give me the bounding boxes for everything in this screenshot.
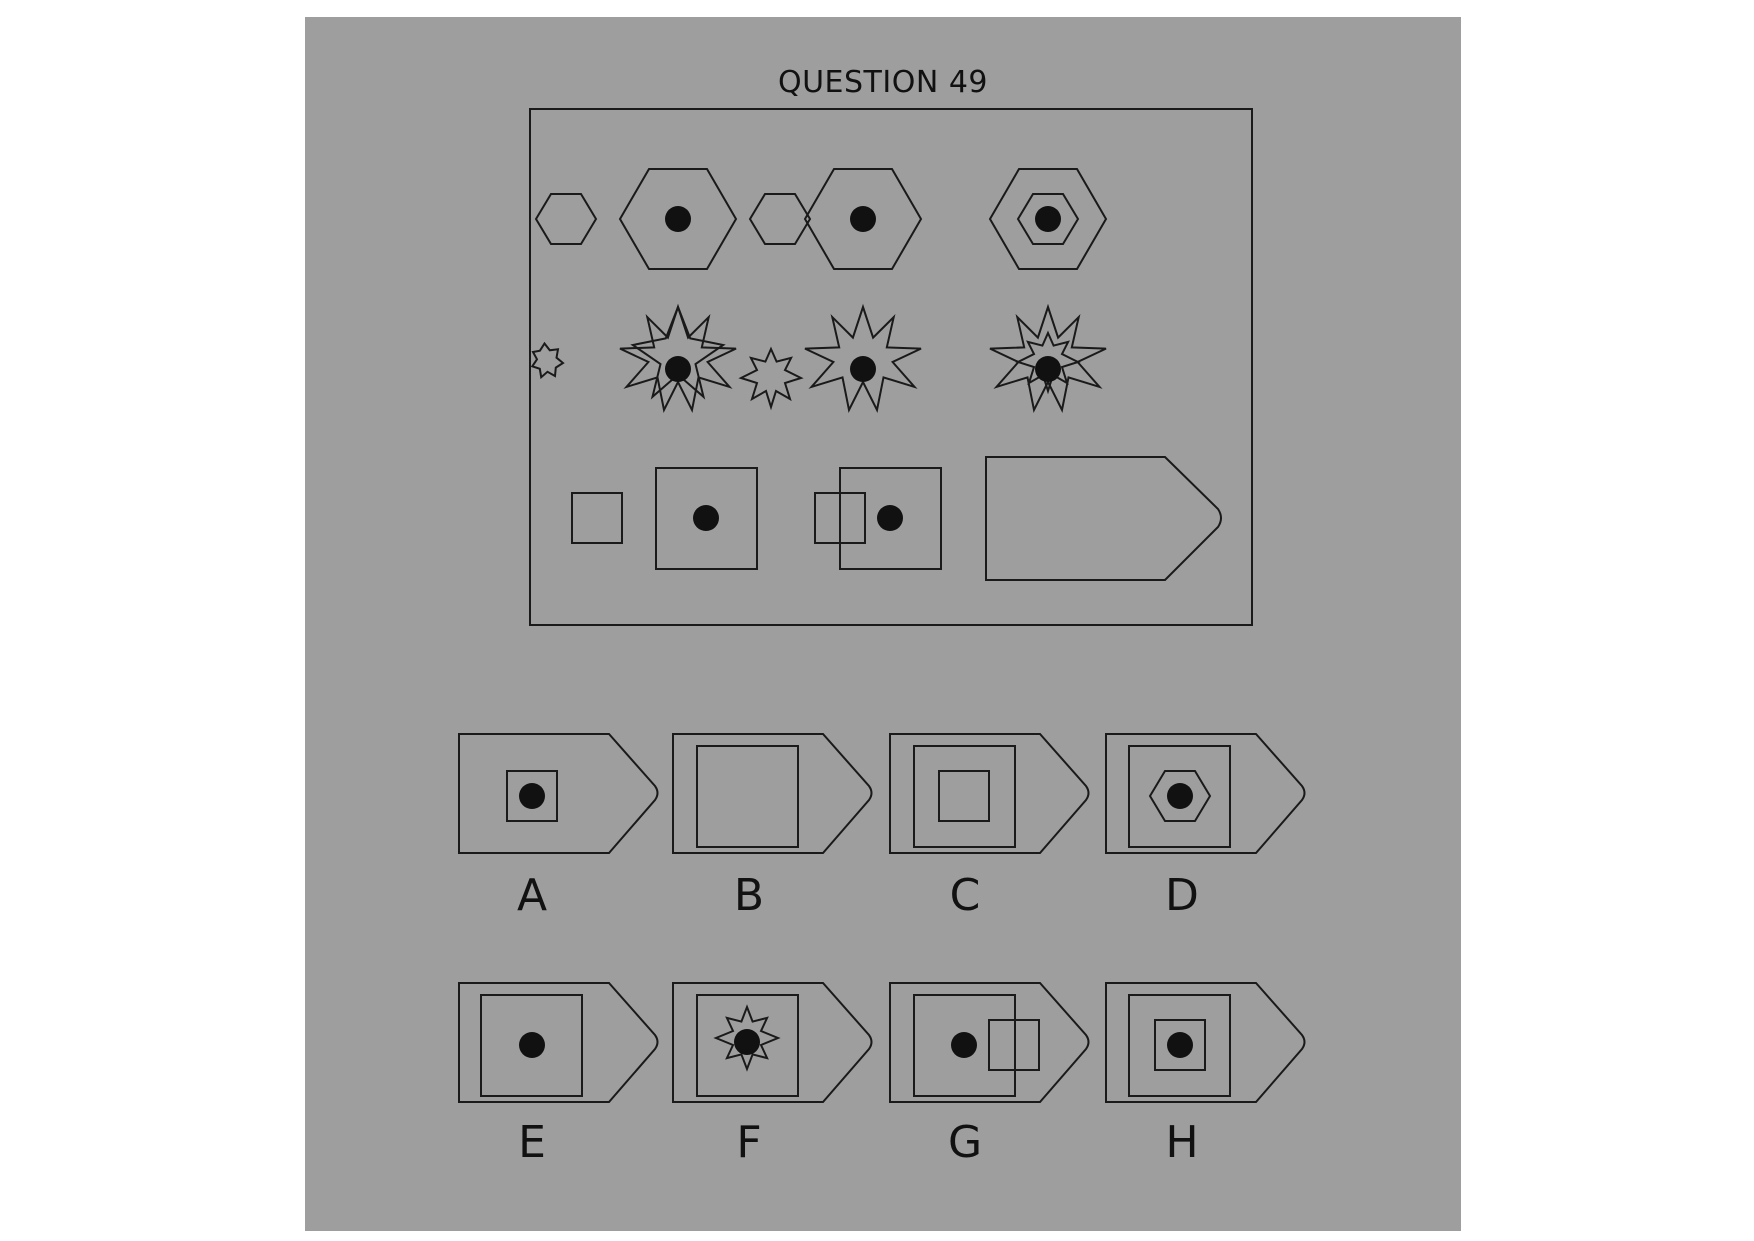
matrix-cell-hexagon-overlap [748,168,923,270]
option-d-label[interactable]: D [1165,870,1199,921]
option-e-figure[interactable] [458,982,659,1103]
option-g-label[interactable]: G [947,1117,983,1168]
question-panel: QUESTION 49 [305,17,1461,1231]
option-h-figure[interactable] [1105,982,1306,1103]
matrix-cell-star-nested [989,303,1107,414]
matrix-cell-hexagon-small [534,193,598,245]
matrix-cell-square-overlap [814,467,942,570]
option-c-figure[interactable] [889,733,1090,854]
matrix-cell-star-overlap [738,303,922,414]
option-h-label[interactable]: H [1165,1117,1199,1168]
matrix-cell-hexagon-large-dot [618,168,738,270]
option-c-label[interactable]: C [949,870,981,921]
matrix-cell-square-small [571,492,623,544]
matrix-cell-hexagon-nested [988,168,1108,270]
puzzle-figure [458,168,1306,1103]
missing-answer-slot [985,456,1222,581]
option-f-figure[interactable] [672,982,873,1103]
option-d-figure[interactable] [1105,733,1306,854]
matrix-cell-star-small [530,341,565,380]
option-a-figure[interactable] [458,733,659,854]
option-g-figure[interactable] [889,982,1090,1103]
option-b-figure[interactable] [672,733,873,854]
option-e-label[interactable]: E [518,1117,546,1168]
matrix-cell-star-large-dot [619,303,737,414]
puzzle-matrix-frame [529,108,1253,626]
question-title: QUESTION 49 [777,65,988,100]
option-f-label[interactable]: F [736,1117,762,1168]
option-a-label[interactable]: A [516,870,548,921]
option-b-label[interactable]: B [733,870,765,921]
matrix-cell-square-large-dot [655,467,758,570]
